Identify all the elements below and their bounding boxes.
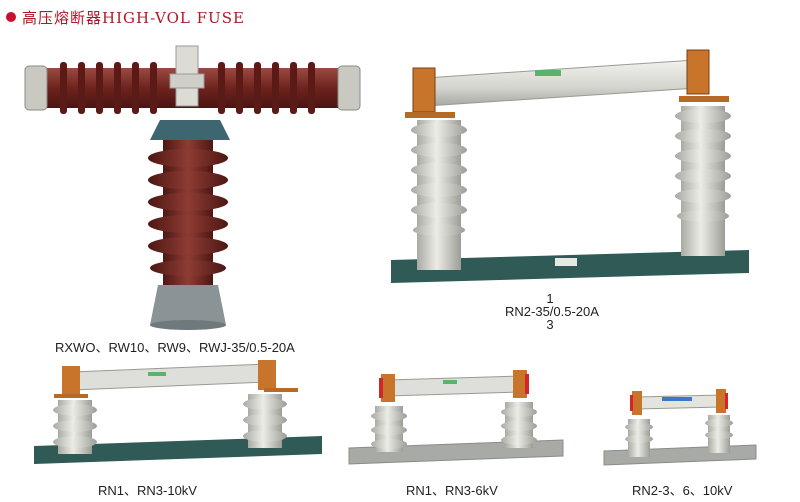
- caption-rn2-35-line-2: RN2-35/0.5-20A: [505, 304, 599, 319]
- caption-rn2-35-line-1: 1: [546, 291, 554, 306]
- caption-rn1-rn3-10kv: RN1、RN3-10kV: [98, 483, 197, 498]
- product-photo-rn1-rn3-6kv: [345, 368, 570, 468]
- caption-rn1-rn3-6kv: RN1、RN3-6kV: [406, 483, 498, 498]
- caption-rn2-35: 1 RN2-35/0.5-20A 3: [505, 291, 599, 332]
- bullet-icon: [6, 12, 16, 22]
- product-photo-rn1-rn3-10kv: [30, 358, 330, 470]
- product-photo-rn2-3-6-10kv: [600, 385, 760, 469]
- caption-rxwo: RXWO、RW10、RW9、RWJ-35/0.5-20A: [55, 340, 295, 355]
- product-photo-rn2-35: [385, 38, 755, 288]
- page-title: 高压熔断器HIGH-VOL FUSE: [22, 8, 245, 27]
- caption-rn2-35-line-3: 3: [546, 317, 554, 332]
- page-header: 高压熔断器HIGH-VOL FUSE: [6, 6, 245, 28]
- caption-rn2-3-6-10kv: RN2-3、6、10kV: [632, 483, 733, 498]
- product-photo-rxwo: [20, 40, 365, 330]
